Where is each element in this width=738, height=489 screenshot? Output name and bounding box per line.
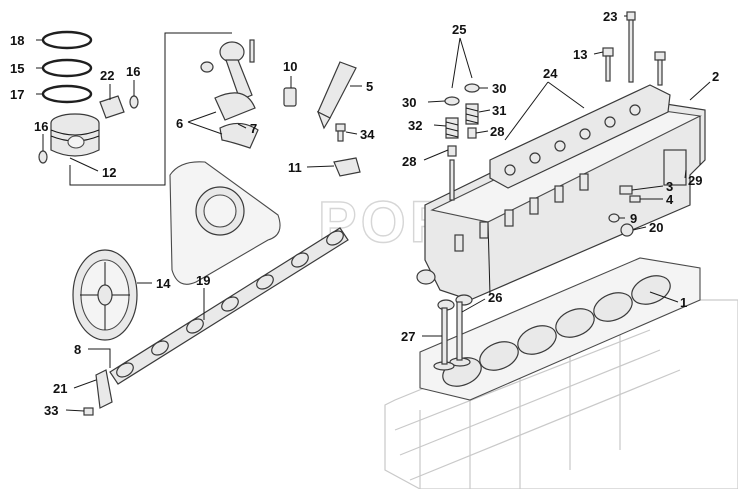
callout-16-upper: 16 [126, 64, 140, 79]
camshaft [109, 227, 349, 385]
callout-26: 26 [488, 290, 502, 305]
camshaft-gear [72, 249, 138, 341]
thrust-plate [95, 369, 113, 409]
valve-spring-left [444, 96, 460, 201]
callout-18: 18 [10, 33, 24, 48]
callout-13: 13 [573, 47, 587, 62]
injector-clamp [333, 157, 361, 177]
callout-33: 33 [44, 403, 58, 418]
callout-4: 4 [666, 192, 674, 207]
callout-5: 5 [366, 79, 373, 94]
callout-2: 2 [712, 69, 719, 84]
callout-24: 24 [543, 66, 558, 81]
callout-21: 21 [53, 381, 67, 396]
callout-22: 22 [100, 68, 114, 83]
callout-6: 6 [176, 116, 183, 131]
callout-30-right: 30 [492, 81, 506, 96]
piston-pin [99, 95, 125, 119]
callout-20: 20 [649, 220, 663, 235]
assembly-bracket [69, 32, 232, 186]
callout-3: 3 [666, 179, 673, 194]
head-bolt [626, 11, 636, 83]
callout-11: 11 [288, 160, 302, 175]
connecting-rod [200, 39, 259, 149]
valve-spring-right [464, 83, 480, 139]
callout-17: 17 [10, 87, 24, 102]
piston-rings [41, 30, 93, 104]
callout-1: 1 [680, 295, 687, 310]
callout-labels: 18 15 17 22 16 16 12 6 7 10 5 34 11 25 2… [10, 9, 719, 418]
callout-15: 15 [10, 61, 24, 76]
callout-16-lower: 16 [34, 119, 48, 134]
callout-32: 32 [408, 118, 422, 133]
callout-28-left: 28 [402, 154, 416, 169]
callout-12: 12 [102, 165, 116, 180]
callout-25: 25 [452, 22, 466, 37]
rocker-arm-assembly [489, 84, 671, 189]
circlip-upper [129, 95, 139, 109]
callout-9: 9 [630, 211, 637, 226]
cover-plate [169, 161, 281, 285]
callout-28-right: 28 [490, 124, 504, 139]
head-bolt-short [602, 47, 666, 86]
callout-7: 7 [250, 121, 257, 136]
injector-bolt [335, 123, 346, 142]
thrust-plate-bolt [83, 407, 94, 416]
leader-lines [36, 15, 711, 412]
fuel-injector [316, 61, 357, 130]
callout-30-left: 30 [402, 95, 416, 110]
callout-34: 34 [360, 127, 375, 142]
callout-19: 19 [196, 273, 210, 288]
circlip-lower [38, 150, 48, 164]
callout-8: 8 [74, 342, 81, 357]
callout-29: 29 [688, 173, 702, 188]
valve-exhaust [433, 299, 455, 371]
plug-fitting [283, 87, 297, 107]
callout-27: 27 [401, 329, 415, 344]
callout-14: 14 [156, 276, 171, 291]
valve-intake [449, 294, 473, 367]
head-gasket [419, 257, 701, 401]
callout-31: 31 [492, 103, 506, 118]
callout-10: 10 [283, 59, 297, 74]
callout-23: 23 [603, 9, 617, 24]
piston [50, 113, 100, 157]
